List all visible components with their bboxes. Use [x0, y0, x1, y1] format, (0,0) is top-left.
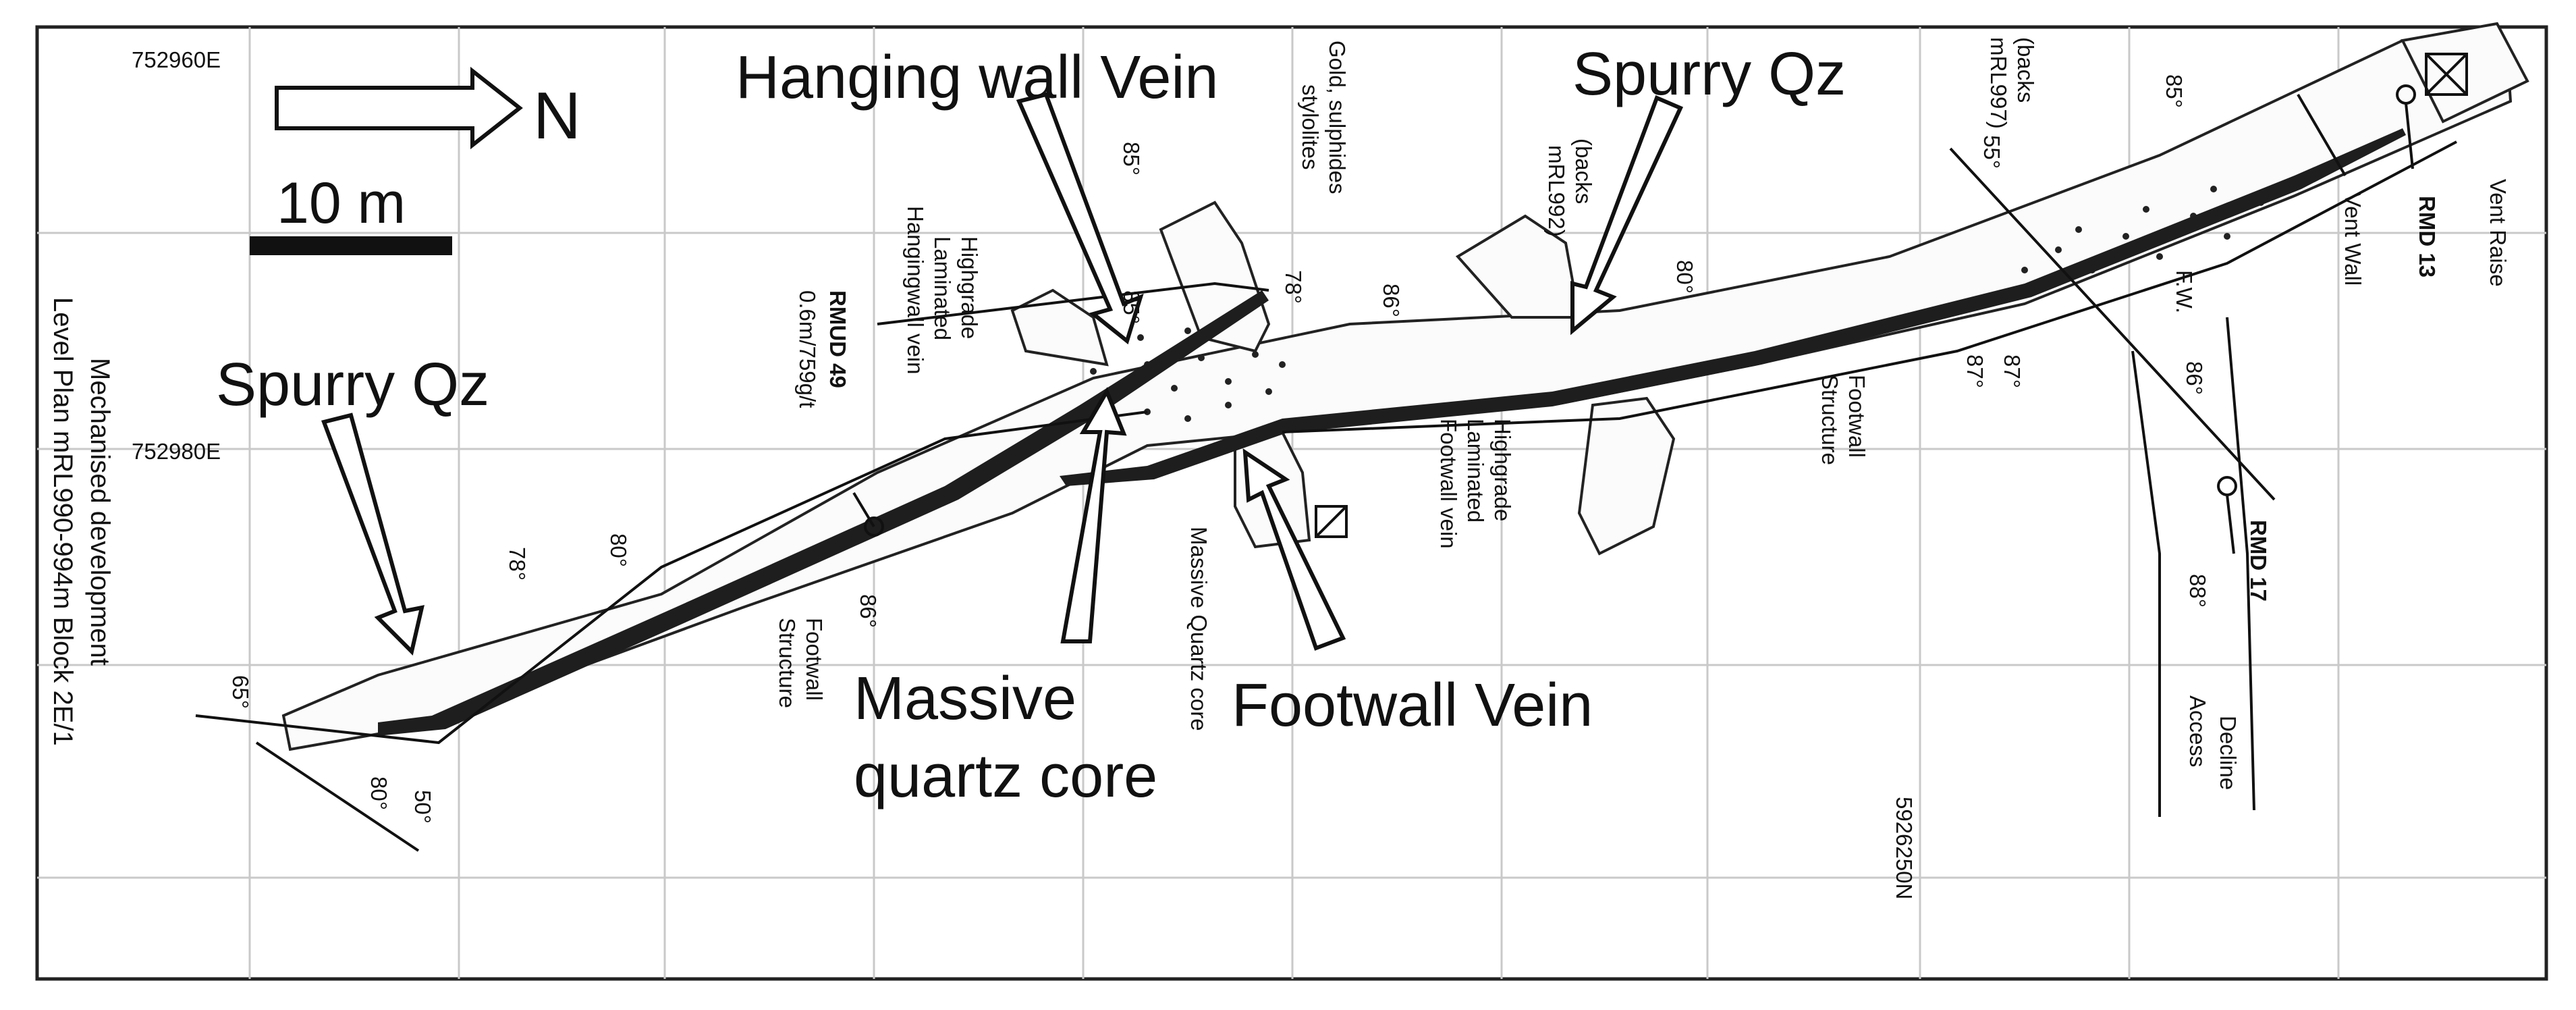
arrow-hanging-wall-vein [1016, 92, 1144, 345]
label-rmud49: RMUD 49 [825, 290, 850, 388]
crosscut-lower-right [1577, 396, 1676, 556]
label-hg-lam-hw-2: Laminated [930, 236, 955, 340]
dip-80a: 80° [366, 776, 391, 810]
drill-hole-rmud49 [852, 491, 884, 537]
dip-85a: 85° [1119, 142, 1144, 176]
small-pillar-symbol [1315, 505, 1348, 538]
label-gold-2: stylolites [1298, 84, 1323, 170]
footwall-vein [1060, 128, 2406, 486]
label-hg-lam-fw-2: Laminated [1463, 419, 1488, 523]
grid-label-northing: 5926250N [1892, 797, 1917, 899]
crosscut-upper-right [1455, 214, 1581, 319]
dip-55: 55° [1979, 135, 2004, 169]
label-massive-core-1: Massive [854, 665, 1076, 733]
dip-86c: 86° [2182, 361, 2207, 395]
label-vent-raise: Vent Raise [2486, 179, 2511, 287]
label-rmd13: RMD 13 [2415, 196, 2440, 277]
label-footwall-vein: Footwall Vein [1232, 672, 1593, 739]
arrow-spurry-qz-right [1570, 95, 1684, 336]
fault-line-right [1949, 147, 2276, 501]
footwall-structure-right [1282, 140, 2457, 433]
arrow-footwall-vein [1242, 448, 1346, 651]
dip-85b: 85° [1119, 290, 1144, 324]
decline-access-tunnel [2131, 317, 2255, 817]
dip-85c: 85° [2162, 74, 2187, 108]
label-rmd17: RMD 17 [2246, 520, 2271, 602]
label-vent-wall: Vent Wall [2340, 192, 2365, 286]
label-hanging-wall-vein: Hanging wall Vein [736, 44, 1218, 111]
label-backs992-1: (backs [1571, 138, 1596, 204]
dip-87b: 87° [2000, 354, 2025, 388]
label-fw-structure-2b: Structure [1817, 375, 1842, 465]
dip-86a: 86° [856, 594, 881, 628]
upper-boundary-line [877, 282, 1269, 325]
crosscut-upper-left [1010, 288, 1109, 367]
label-hg-lam-hw-3: Hangingwall vein [903, 206, 928, 374]
drill-hole-rmd13 [2396, 84, 2416, 169]
label-fw-structure-1a: Footwall [802, 618, 827, 701]
drill-hole-rmd17 [2217, 476, 2237, 554]
label-fw: F.W. [2172, 270, 2197, 313]
label-rmud49-assay: 0.6m/759g/t [795, 290, 820, 408]
north-label: N [533, 78, 581, 153]
label-backs997-2: mRL997) [1986, 37, 2011, 129]
label-decline-2: Access [2185, 695, 2210, 767]
vent-wall-line [2297, 93, 2347, 177]
plan-title-line-2: Level Plan mRL990-994m Block 2E/1 [48, 297, 78, 746]
label-massive-quartz-core: Massive Quartz core [1186, 527, 1211, 731]
label-spurry-qz-right: Spurry Qz [1572, 41, 1846, 108]
label-spurry-qz-left: Spurry Qz [216, 351, 489, 419]
dip-87a: 87° [1963, 354, 1988, 388]
dip-78b: 78° [1281, 270, 1306, 304]
plan-title-line-1: Mechanised development [85, 358, 115, 666]
label-massive-core-2: quartz core [854, 743, 1157, 810]
scale-bar: 10 m [250, 171, 452, 255]
label-hg-lam-hw-1: Highgrade [957, 236, 982, 339]
label-backs992-2: mRL992) [1544, 145, 1569, 237]
north-arrow: N [275, 66, 581, 153]
dip-86b: 86° [1379, 284, 1404, 317]
scale-label: 10 m [277, 171, 406, 236]
label-hg-lam-fw-3: Footwall vein [1436, 419, 1461, 549]
label-backs997-1: (backs [2013, 37, 2038, 103]
label-fw-structure-1b: Structure [775, 618, 800, 708]
fault-line-left [255, 741, 420, 852]
arrow-massive-core [1060, 387, 1127, 643]
dip-50: 50° [410, 790, 435, 824]
dip-65: 65° [228, 675, 253, 709]
main-drift-outline [281, 38, 2513, 751]
label-hg-lam-fw-1: Highgrade [1490, 419, 1515, 521]
label-decline-1: Decline [2216, 716, 2241, 790]
dip-88: 88° [2185, 574, 2210, 608]
footwall-structure-left [195, 410, 1148, 745]
label-fw-structure-2a: Footwall [1844, 375, 1869, 458]
vent-raise-symbol [2425, 53, 2468, 96]
dip-80b: 80° [606, 533, 631, 567]
dip-80c: 80° [1672, 260, 1697, 294]
arrow-spurry-qz-left [321, 413, 424, 656]
grid-label-easting-2: 752980E [132, 439, 221, 464]
grid-label-easting-1: 752960E [132, 47, 221, 72]
label-gold-1: Gold, sulphides [1325, 41, 1350, 194]
dip-78a: 78° [505, 547, 530, 581]
